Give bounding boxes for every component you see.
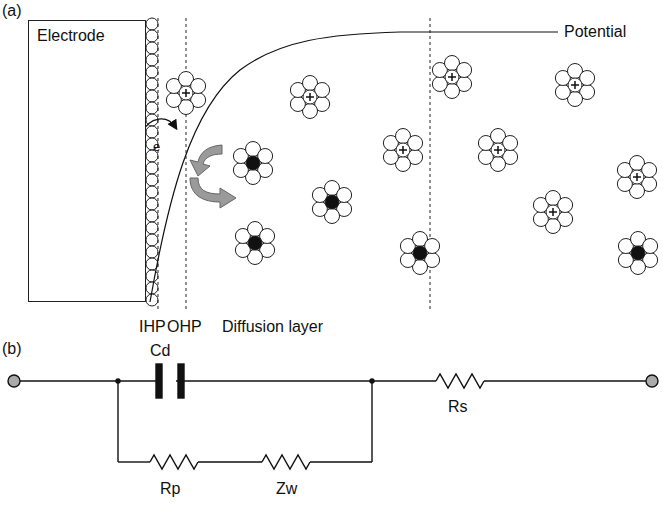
- water-layer: [146, 18, 158, 306]
- water-molecule: [146, 42, 158, 54]
- ion-core: [179, 86, 193, 100]
- water-molecule: [146, 54, 158, 66]
- anion: [618, 232, 657, 275]
- water-molecule: [146, 78, 158, 90]
- ihp-line: [158, 18, 159, 312]
- electrode-box: Electrode: [28, 20, 146, 302]
- cation: [432, 56, 471, 99]
- water-molecule: [146, 246, 158, 258]
- water-molecule: [146, 162, 158, 174]
- panel-label: (b): [2, 340, 22, 358]
- plus-sign: [552, 208, 554, 216]
- cation: [478, 129, 517, 172]
- plus-sign: [185, 89, 187, 97]
- potential-curve: [150, 32, 558, 302]
- water-molecule: [146, 66, 158, 78]
- ion-core: [445, 70, 459, 84]
- water-molecule: [146, 234, 158, 246]
- region-label: Diffusion layer: [222, 318, 323, 336]
- cation: [383, 129, 422, 172]
- water-molecule: [146, 270, 158, 282]
- electron-label: e: [153, 140, 160, 154]
- plane-label: OHP: [167, 318, 202, 336]
- anion: [235, 222, 274, 265]
- ion-core: [396, 143, 410, 157]
- cation: [166, 72, 205, 115]
- ion-arrow: [190, 178, 236, 208]
- ion-core: [546, 205, 560, 219]
- ohp-line: [186, 18, 187, 312]
- panel-label: (a): [2, 2, 22, 20]
- ion-core: [246, 156, 260, 170]
- anion: [400, 232, 439, 275]
- plus-sign: [497, 146, 499, 154]
- ion-core: [630, 170, 644, 184]
- water-molecule: [146, 30, 158, 42]
- plane-label: IHP: [139, 318, 166, 336]
- water-molecule: [146, 222, 158, 234]
- component-label: Zw: [276, 480, 297, 498]
- ion-core: [491, 143, 505, 157]
- curve-label: Potential: [564, 23, 626, 41]
- plus-sign: [574, 81, 576, 89]
- component-label: Cd: [150, 342, 170, 360]
- water-molecule: [146, 18, 158, 30]
- water-molecule: [146, 90, 158, 102]
- anion: [312, 181, 351, 224]
- ion-core: [568, 78, 582, 92]
- circuit: [8, 364, 658, 469]
- ion-core: [303, 90, 317, 104]
- water-molecule: [146, 198, 158, 210]
- water-molecule: [146, 174, 158, 186]
- ion-arrow: [190, 145, 222, 176]
- water-molecule: [146, 126, 158, 138]
- diffusion-boundary: [430, 18, 431, 312]
- water-molecule: [146, 294, 158, 306]
- component-label: Rp: [160, 480, 180, 498]
- cation: [617, 156, 656, 199]
- water-molecule: [146, 102, 158, 114]
- electrode-label: Electrode: [29, 21, 145, 51]
- plus-sign: [402, 146, 404, 154]
- cation: [290, 76, 329, 119]
- anion: [233, 142, 272, 185]
- cation: [533, 191, 572, 234]
- ion-core: [413, 246, 427, 260]
- hydrated-ions: [166, 56, 657, 275]
- water-molecule: [146, 186, 158, 198]
- cation: [555, 64, 594, 107]
- plus-sign: [309, 93, 311, 101]
- plus-sign: [636, 173, 638, 181]
- water-molecule: [146, 210, 158, 222]
- ion-core: [325, 195, 339, 209]
- plus-sign: [451, 73, 453, 81]
- ion-core: [248, 236, 262, 250]
- ion-core: [631, 246, 645, 260]
- component-label: Rs: [448, 398, 468, 416]
